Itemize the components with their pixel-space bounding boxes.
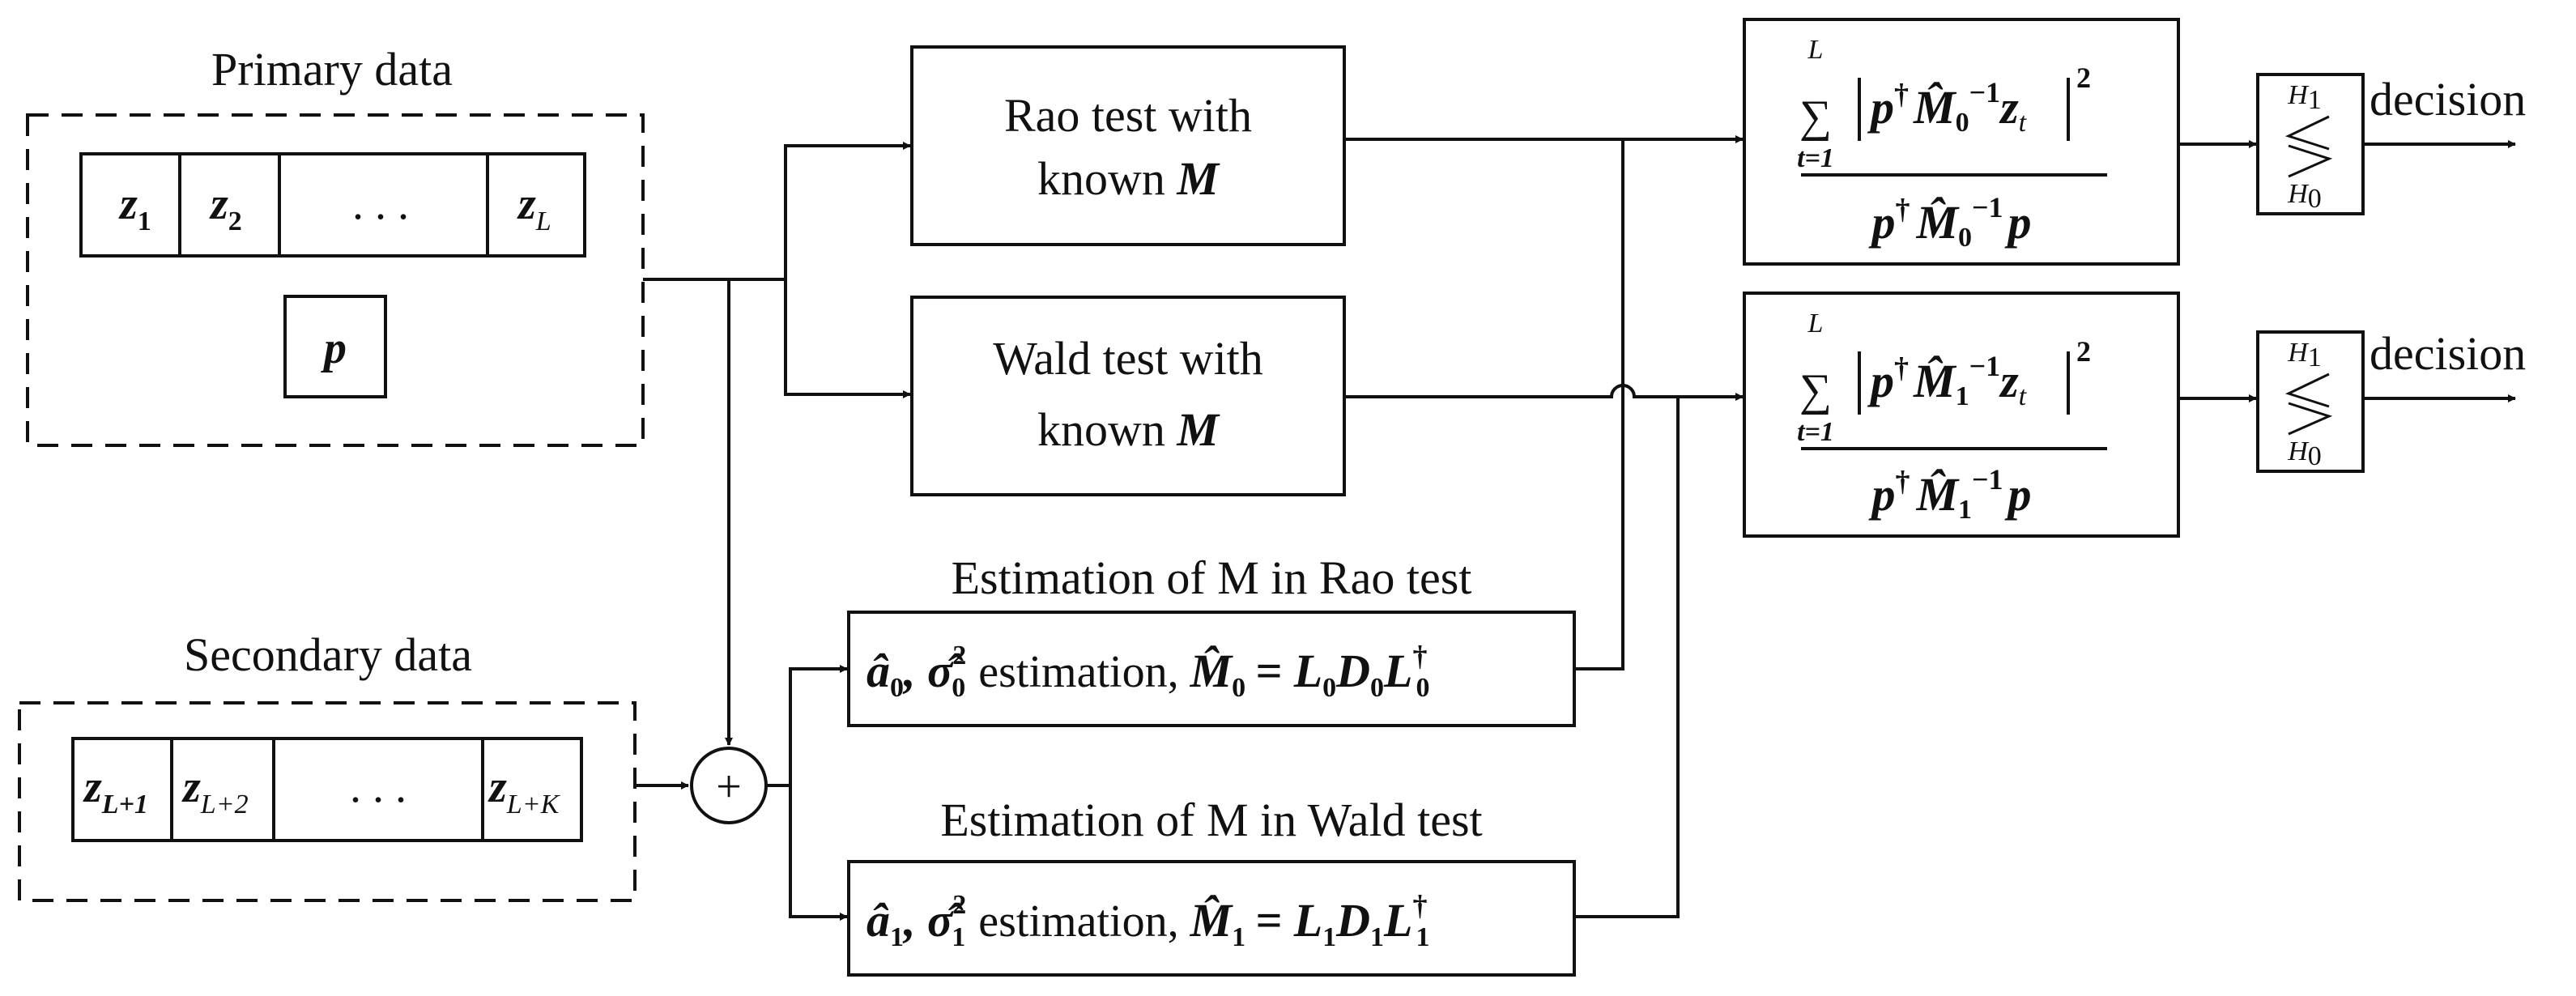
rao-threshold-comparator: H1 H0 (2256, 73, 2365, 215)
svg-text:p†M̂1−1p: p†M̂1−1p (1867, 463, 2031, 525)
wald-decision-label: decision (2369, 327, 2526, 380)
svg-text:∑: ∑ (1799, 92, 1832, 142)
secondary-cell-K: zL+K (488, 762, 561, 819)
svg-text:H1: H1 (2287, 338, 2322, 372)
svg-text:p†M̂0−1p: p†M̂0−1p (1867, 191, 2031, 253)
steering-vector-label: p (321, 323, 347, 373)
est-wald-to-stat-wire (1574, 397, 1680, 918)
wald-test-box (910, 296, 1346, 496)
primary-to-wald-wire (784, 279, 911, 398)
wald-threshold-comparator: H1 H0 (2256, 330, 2365, 473)
secondary-data-vector: zL+1 zL+2 . . . zL+K (71, 737, 583, 842)
est-wald-box (847, 860, 1576, 977)
svg-text:2: 2 (2076, 62, 2091, 94)
est-rao-title: Estimation of M in Rao test (952, 551, 1472, 604)
primary-cell-L: zL (517, 179, 551, 236)
svg-text:2: 2 (2076, 335, 2091, 368)
secondary-cell-ellipsis: . . . (350, 762, 407, 812)
primary-data-group (26, 113, 645, 447)
svg-text:p†M̂0−1zt: p†M̂0−1zt (1867, 76, 2028, 138)
summing-junction-symbol: + (716, 762, 742, 812)
primary-data-title: Primary data (211, 43, 453, 96)
secondary-cell-1: zL+1 (83, 762, 148, 819)
primary-cell-ellipsis: . . . (352, 179, 409, 229)
wald-to-stat-wire (1344, 384, 1744, 401)
rao-test-box (910, 45, 1346, 246)
svg-text:t=1: t=1 (1797, 143, 1834, 173)
svg-text:∑: ∑ (1799, 365, 1832, 415)
primary-to-rao-wire (784, 142, 911, 279)
secondary-data-title: Secondary data (184, 628, 472, 681)
est-wald-title: Estimation of M in Wald test (940, 794, 1482, 846)
rao-test-line1: Rao test with (1004, 89, 1252, 142)
svg-text:H1: H1 (2287, 80, 2322, 115)
secondary-cell-2: zL+2 (181, 762, 249, 819)
svg-text:L: L (1807, 35, 1824, 65)
svg-text:H0: H0 (2287, 179, 2322, 214)
wald-test-line1: Wald test with (993, 332, 1263, 385)
svg-text:t=1: t=1 (1797, 417, 1834, 447)
svg-text:p†M̂1−1zt: p†M̂1−1zt (1867, 350, 2028, 411)
rao-decision-label: decision (2369, 73, 2526, 126)
steering-vector-box (283, 295, 387, 398)
rao-test-line2: known M (1037, 152, 1220, 205)
est-rao-to-stat-wire (1574, 139, 1624, 670)
primary-cell-2: z2 (209, 179, 242, 236)
svg-text:L: L (1807, 309, 1824, 338)
wald-test-line2: known M (1037, 403, 1220, 456)
est-rao-box (847, 611, 1576, 727)
summer-to-est-wald-wire (789, 785, 848, 921)
primary-cell-1: z1 (118, 179, 151, 236)
primary-data-vector: z1 z2 . . . zL (79, 152, 586, 258)
summer-to-est-rao-wire (789, 665, 848, 785)
svg-text:H0: H0 (2287, 436, 2322, 471)
secondary-data-group (18, 701, 637, 902)
